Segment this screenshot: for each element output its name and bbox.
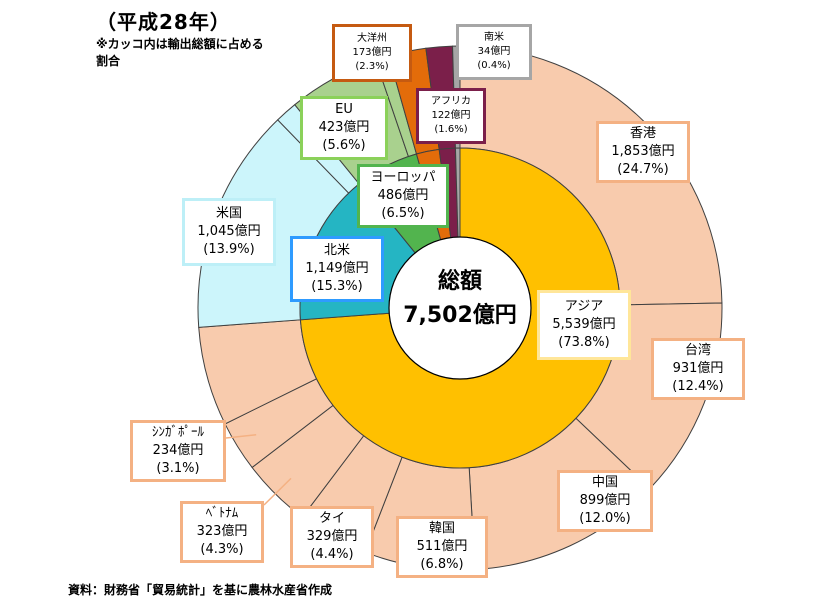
callout-value: 122億円 <box>431 110 471 121</box>
callout-name: 香港 <box>629 126 656 141</box>
callout-name: 北米 <box>323 243 350 258</box>
callout-percent: (5.6%) <box>322 138 366 153</box>
callout-name: 韓国 <box>428 521 455 536</box>
callout-name: アフリカ <box>431 96 471 107</box>
callout-eu: EU 423億円 (5.6%) <box>300 96 388 160</box>
callout-africa: アフリカ 122億円 (1.6%) <box>416 88 486 144</box>
callout-percent: (4.3%) <box>200 542 244 557</box>
callout-name: 中国 <box>591 475 618 490</box>
callout-name: ﾍﾞﾄﾅﾑ <box>205 506 239 521</box>
callout-value: 1,149億円 <box>305 261 369 276</box>
callout-south-america: 南米 34億円 (0.4%) <box>456 24 532 80</box>
callout-percent: (6.5%) <box>381 206 425 221</box>
callout-usa: 米国 1,045億円 (13.9%) <box>182 198 276 266</box>
callout-europe: ヨーロッパ 486億円 (6.5%) <box>357 164 449 228</box>
callout-value: 5,539億円 <box>552 317 616 332</box>
callout-percent: (6.8%) <box>420 557 464 572</box>
source-note: 資料：財務省「貿易統計」を基に農林水産省作成 <box>68 583 333 597</box>
callout-value: 931億円 <box>672 361 724 376</box>
callout-percent: (24.7%) <box>617 162 669 177</box>
callout-taiwan: 台湾 931億円 (12.4%) <box>651 338 745 400</box>
center-hole <box>388 236 532 380</box>
callout-china: 中国 899億円 (12.0%) <box>557 470 653 532</box>
callout-name: 台湾 <box>684 343 711 358</box>
callout-percent: (12.4%) <box>672 379 724 394</box>
callout-name: 南米 <box>484 32 504 43</box>
callout-vietnam: ﾍﾞﾄﾅﾑ 323億円 (4.3%) <box>180 501 264 563</box>
callout-name: アジア <box>564 299 604 314</box>
callout-name: 米国 <box>215 206 242 221</box>
callout-singapore: ｼﾝｶﾞﾎﾟｰﾙ 234億円 (3.1%) <box>130 420 226 482</box>
callout-percent: (1.6%) <box>434 124 468 135</box>
callout-percent: (73.8%) <box>558 335 610 350</box>
total-value: 7,502億円 <box>403 303 517 328</box>
callout-hongkong: 香港 1,853億円 (24.7%) <box>596 121 690 183</box>
chart-note: ※カッコ内は輸出総額に占める割合 <box>96 37 264 68</box>
leader-singapore <box>225 433 257 439</box>
callout-value: 234億円 <box>152 443 204 458</box>
leader-lines <box>225 433 292 506</box>
callout-name: EU <box>335 102 353 117</box>
callout-name: ヨーロッパ <box>370 170 436 185</box>
callout-value: 511億円 <box>416 539 468 554</box>
chart-year-heading: （平成28年） <box>96 10 231 34</box>
callout-percent: (0.4%) <box>477 60 511 71</box>
callout-percent: (3.1%) <box>156 461 200 476</box>
callout-korea: 韓国 511億円 (6.8%) <box>396 516 488 578</box>
callout-value: 34億円 <box>477 46 511 57</box>
callout-name: ｼﾝｶﾞﾎﾟｰﾙ <box>152 425 204 440</box>
callout-name: タイ <box>318 511 345 526</box>
callout-percent: (2.3%) <box>355 61 389 72</box>
callout-north-america: 北米 1,149億円 (15.3%) <box>290 236 384 302</box>
callout-value: 329億円 <box>306 529 358 544</box>
callout-value: 1,853億円 <box>611 144 675 159</box>
total-title: 総額 <box>437 269 482 294</box>
callout-percent: (15.3%) <box>311 279 363 294</box>
callout-percent: (13.9%) <box>203 242 255 257</box>
callout-value: 173億円 <box>352 47 392 58</box>
outer-ring <box>197 45 723 571</box>
leader-vietnam <box>263 477 292 506</box>
callout-thailand: タイ 329億円 (4.4%) <box>290 506 374 568</box>
callout-value: 899億円 <box>579 493 631 508</box>
callout-value: 323億円 <box>196 524 248 539</box>
callout-value: 1,045億円 <box>197 224 261 239</box>
callout-value: 486億円 <box>377 188 429 203</box>
callout-percent: (4.4%) <box>310 547 354 562</box>
callout-percent: (12.0%) <box>579 511 631 526</box>
total-label: 総額 7,502億円 <box>385 265 535 333</box>
callout-name: 大洋州 <box>357 33 387 44</box>
callout-oceania: 大洋州 173億円 (2.3%) <box>332 24 412 82</box>
callout-asia: アジア 5,539億円 (73.8%) <box>537 290 631 360</box>
callout-value: 423億円 <box>318 120 370 135</box>
